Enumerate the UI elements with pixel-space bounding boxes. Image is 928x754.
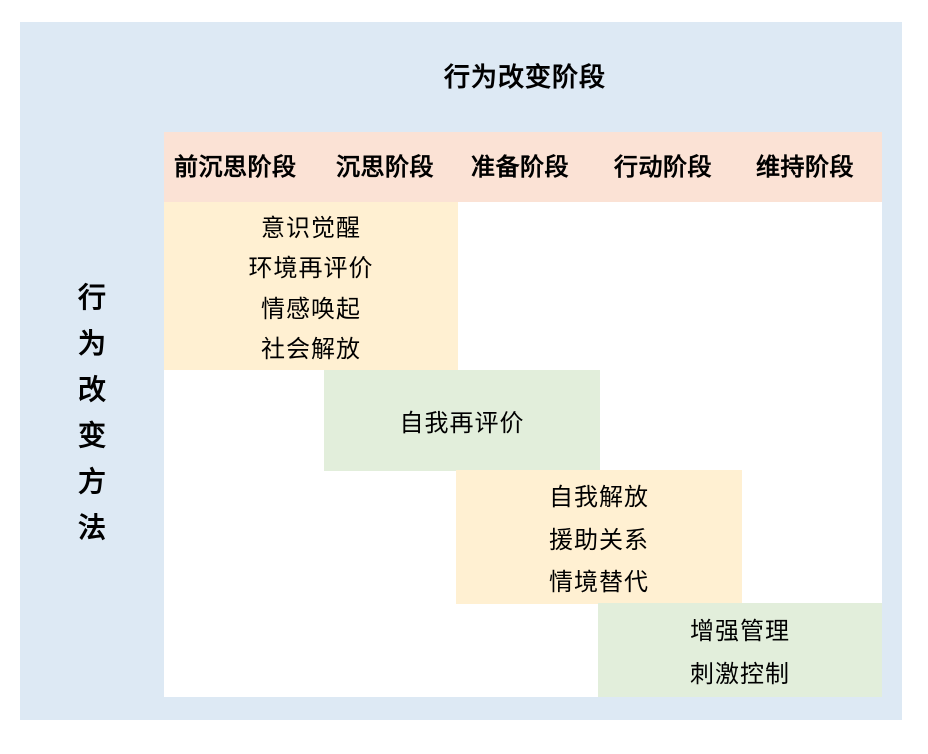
method-item: 自我解放: [549, 483, 649, 512]
side-title-char: 法: [77, 511, 106, 544]
side-title-char: 改: [77, 373, 106, 406]
method-item: 自我再评价: [399, 409, 525, 437]
method-item: 意识觉醒: [261, 213, 361, 242]
side-title-char: 方: [77, 465, 106, 498]
method-item: 情境替代: [549, 567, 649, 596]
side-title-char: 行: [77, 281, 106, 314]
method-item: 刺激控制: [690, 660, 790, 688]
method-item: 社会解放: [261, 335, 361, 364]
method-item: 情感唤起: [261, 294, 361, 323]
method-block-precontemplation: 意识觉醒 环境再评价 情感唤起 社会解放: [164, 202, 458, 370]
method-item: 增强管理: [690, 617, 790, 645]
method-item: 环境再评价: [248, 254, 374, 283]
stage-contemplation: 沉思阶段: [336, 153, 434, 181]
side-title-char: 为: [77, 327, 106, 360]
method-item: 援助关系: [549, 525, 649, 554]
side-title: 行 为 改 变 方 法: [70, 276, 114, 546]
method-stage-grid: 前沉思阶段 沉思阶段 准备阶段 行动阶段 维持阶段 意识觉醒 环境再评价 情感唤…: [164, 132, 882, 697]
stage-precontemplation: 前沉思阶段: [174, 153, 297, 181]
method-block-action-maintenance: 增强管理 刺激控制: [598, 603, 882, 697]
stage-action: 行动阶段: [614, 153, 712, 181]
stage-maintenance: 维持阶段: [756, 153, 854, 181]
method-block-preparation: 自我解放 援助关系 情境替代: [456, 470, 742, 604]
method-block-contemplation: 自我再评价: [324, 370, 600, 471]
side-title-char: 变: [77, 419, 106, 452]
stage-header-row: 前沉思阶段 沉思阶段 准备阶段 行动阶段 维持阶段: [164, 132, 882, 202]
stage-preparation: 准备阶段: [471, 153, 569, 181]
diagram-title: 行为改变阶段: [443, 63, 606, 93]
